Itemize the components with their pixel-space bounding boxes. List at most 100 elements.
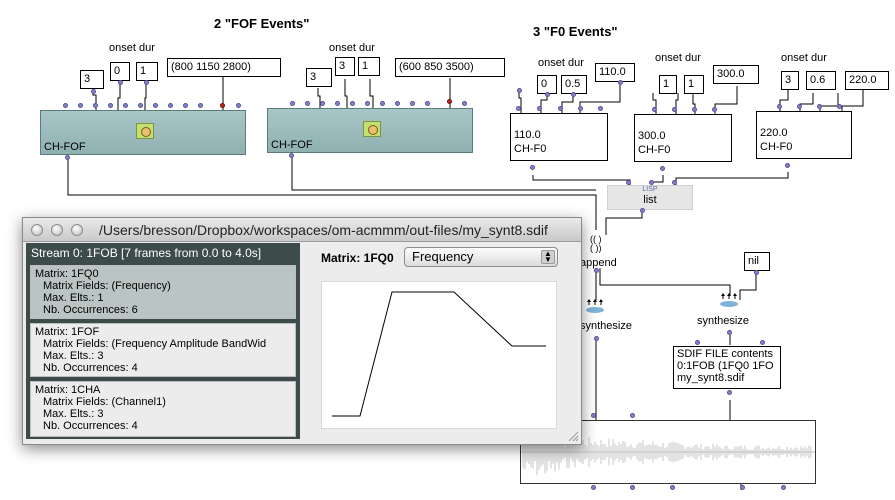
outlet[interactable] bbox=[289, 153, 294, 158]
outlet[interactable] bbox=[594, 268, 599, 273]
sdif-file-box[interactable]: SDIF FILE contents 0:1FOB (1FQ0 1FO my_s… bbox=[673, 346, 781, 389]
f0-1-freq-value[interactable]: 110.0 bbox=[595, 63, 635, 82]
inlet-red[interactable] bbox=[220, 103, 225, 108]
outlet[interactable] bbox=[727, 330, 732, 335]
f0-2-dur-value[interactable]: 1 bbox=[684, 75, 704, 94]
inlet[interactable] bbox=[837, 104, 842, 109]
append-icon[interactable]: (( )( )) bbox=[590, 234, 602, 253]
inlet[interactable] bbox=[598, 106, 603, 111]
inlet[interactable] bbox=[198, 103, 203, 108]
inlet[interactable] bbox=[817, 104, 822, 109]
outlet[interactable] bbox=[781, 485, 786, 490]
synthesize-icon[interactable] bbox=[584, 298, 606, 314]
f0-3-dur-value[interactable]: 0.6 bbox=[806, 71, 836, 90]
inlet[interactable] bbox=[123, 103, 128, 108]
inlet[interactable] bbox=[537, 106, 542, 111]
inlet[interactable] bbox=[410, 101, 415, 106]
matrix-item-1fq0[interactable]: Matrix: 1FQ0 Matrix Fields: (Frequency) … bbox=[30, 265, 296, 319]
window-titlebar[interactable]: /Users/bresson/Dropbox/workspaces/om-acm… bbox=[23, 218, 581, 242]
inlet[interactable] bbox=[395, 101, 400, 106]
f0-3-onset-value[interactable]: 3 bbox=[781, 71, 799, 90]
synthesize-icon[interactable] bbox=[718, 292, 740, 308]
inlet[interactable] bbox=[63, 103, 68, 108]
inlet[interactable] bbox=[462, 101, 467, 106]
outlet[interactable] bbox=[640, 208, 645, 213]
inlet[interactable] bbox=[516, 106, 521, 111]
outlet[interactable] bbox=[91, 89, 96, 94]
ch-fof-box-2[interactable]: CH-FOF bbox=[267, 108, 473, 153]
inlet[interactable] bbox=[380, 101, 385, 106]
ch-fof-box-1[interactable]: CH-FOF bbox=[40, 110, 246, 155]
inlet[interactable] bbox=[320, 101, 325, 106]
ch-f0-box-2[interactable]: 300.0 CH-F0 bbox=[634, 114, 732, 162]
matrix-item-1fof[interactable]: Matrix: 1FOF Matrix Fields: (Frequency A… bbox=[30, 323, 296, 377]
inlet[interactable] bbox=[93, 103, 98, 108]
inlet[interactable] bbox=[760, 340, 765, 345]
zoom-window-button[interactable] bbox=[71, 224, 83, 236]
inlet[interactable] bbox=[335, 101, 340, 106]
inlet[interactable] bbox=[305, 101, 310, 106]
outlet[interactable] bbox=[144, 80, 149, 85]
fof2-value-a[interactable]: 3 bbox=[306, 68, 332, 87]
outlet[interactable] bbox=[727, 390, 732, 395]
outlet[interactable] bbox=[591, 485, 596, 490]
outlet[interactable] bbox=[65, 155, 70, 160]
inlet[interactable] bbox=[138, 103, 143, 108]
fof2-list-value[interactable]: (600 850 3500) bbox=[395, 58, 505, 77]
inlet[interactable] bbox=[649, 180, 654, 185]
inlet[interactable] bbox=[630, 413, 635, 418]
matrix-item-1cha[interactable]: Matrix: 1CHA Matrix Fields: (Channel1) M… bbox=[30, 381, 296, 437]
outlet[interactable] bbox=[530, 165, 535, 170]
outlet[interactable] bbox=[545, 92, 550, 97]
inlet[interactable] bbox=[183, 103, 188, 108]
inlet[interactable] bbox=[290, 101, 295, 106]
field-select[interactable]: Frequency ▲▼ bbox=[404, 247, 558, 267]
frequency-plot[interactable] bbox=[321, 281, 557, 429]
fof1-dur-value[interactable]: 1 bbox=[136, 62, 158, 81]
outlet[interactable] bbox=[754, 270, 759, 275]
outlet[interactable] bbox=[118, 80, 123, 85]
f0-2-freq-value[interactable]: 300.0 bbox=[713, 65, 759, 84]
inlet[interactable] bbox=[591, 413, 596, 418]
ch-f0-box-3[interactable]: 220.0 CH-F0 bbox=[756, 111, 852, 159]
inlet[interactable] bbox=[712, 107, 717, 112]
close-window-button[interactable] bbox=[31, 224, 43, 236]
f0-2-onset-value[interactable]: 1 bbox=[659, 75, 677, 94]
inlet[interactable] bbox=[626, 180, 631, 185]
inlet[interactable] bbox=[777, 104, 782, 109]
inlet[interactable] bbox=[672, 107, 677, 112]
inlet[interactable] bbox=[78, 103, 83, 108]
outlet[interactable] bbox=[660, 166, 665, 171]
outlet[interactable] bbox=[618, 80, 623, 85]
outlet[interactable] bbox=[630, 485, 635, 490]
inlet[interactable] bbox=[153, 103, 158, 108]
outlet[interactable] bbox=[594, 336, 599, 341]
outlet[interactable] bbox=[670, 485, 675, 490]
inlet[interactable] bbox=[672, 180, 677, 185]
list-box[interactable]: LISP list bbox=[607, 185, 693, 210]
ch-f0-box-1[interactable]: 110.0 CH-F0 bbox=[510, 113, 608, 161]
inlet[interactable] bbox=[168, 103, 173, 108]
outlet[interactable] bbox=[571, 92, 576, 97]
inlet-red[interactable] bbox=[447, 99, 452, 104]
inlet[interactable] bbox=[652, 107, 657, 112]
inlet[interactable] bbox=[692, 107, 697, 112]
sdif-viewer-window[interactable]: /Users/bresson/Dropbox/workspaces/om-acm… bbox=[22, 217, 582, 445]
fof1-list-value[interactable]: (800 1150 2800) bbox=[167, 58, 281, 77]
minimize-window-button[interactable] bbox=[51, 224, 63, 236]
outlet[interactable] bbox=[785, 163, 790, 168]
inlet[interactable] bbox=[797, 104, 802, 109]
inlet[interactable] bbox=[350, 101, 355, 106]
inlet[interactable] bbox=[425, 101, 430, 106]
resize-grip-icon[interactable] bbox=[567, 430, 579, 442]
f0-3-freq-value[interactable]: 220.0 bbox=[845, 71, 889, 90]
outlet[interactable] bbox=[517, 88, 522, 93]
inlet[interactable] bbox=[236, 103, 241, 108]
inlet[interactable] bbox=[558, 106, 563, 111]
inlet[interactable] bbox=[695, 340, 700, 345]
inlet[interactable] bbox=[108, 103, 113, 108]
fof2-onset-value[interactable]: 3 bbox=[335, 57, 355, 76]
nil-value[interactable]: nil bbox=[744, 252, 770, 271]
fof1-value-a[interactable]: 3 bbox=[80, 70, 104, 89]
fof1-onset-value[interactable]: 0 bbox=[110, 62, 130, 81]
